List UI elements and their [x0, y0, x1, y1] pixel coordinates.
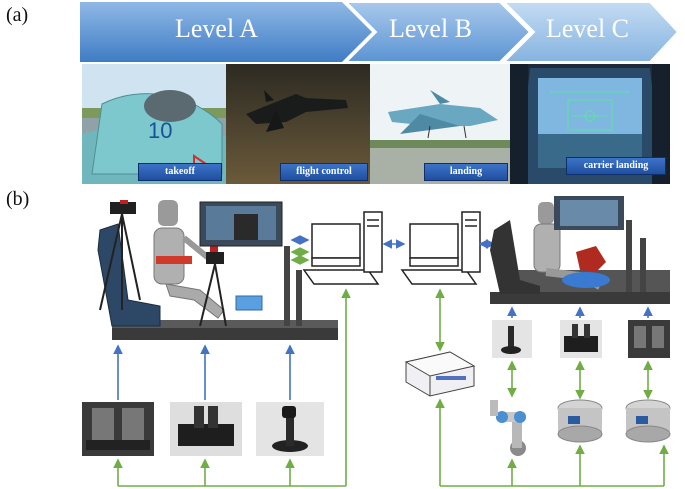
- level-b-label: Level B: [389, 14, 473, 43]
- left-computer: [302, 211, 383, 285]
- level-b-chevron: [343, 1, 532, 63]
- right-pedals-device: [628, 320, 670, 358]
- left-force-sensor-device: [557, 399, 603, 443]
- left-pedals-device: [82, 402, 154, 456]
- level-chevron-bar: [80, 1, 680, 63]
- panel-b-label: (b): [6, 188, 30, 210]
- level-c-label: Level C: [546, 14, 630, 43]
- left-joystick-device: [256, 402, 324, 456]
- right-simulator-rig: [490, 196, 670, 304]
- level-c-chevron: [501, 1, 680, 63]
- left-throttle-device: [170, 402, 242, 456]
- right-throttle-device: [560, 320, 602, 358]
- right-force-sensor-device: [625, 399, 671, 443]
- landing-caption: landing: [424, 163, 508, 181]
- panel-a-label: (a): [6, 4, 29, 26]
- robot-arm-device: [490, 400, 526, 456]
- controller-box: [404, 351, 476, 397]
- takeoff-caption: takeoff: [138, 163, 222, 181]
- system-architecture-diagram: [82, 196, 671, 487]
- carrier-landing-caption: carrier landing: [566, 157, 666, 175]
- right-joystick-device: [492, 320, 532, 358]
- left-simulator-rig: [97, 200, 338, 340]
- level-a-label: Level A: [175, 14, 259, 43]
- right-computer: [400, 211, 481, 285]
- aircraft-marking: 10: [148, 118, 173, 143]
- flight-control-caption: flight control: [280, 163, 368, 181]
- level-a-chevron: [80, 2, 372, 62]
